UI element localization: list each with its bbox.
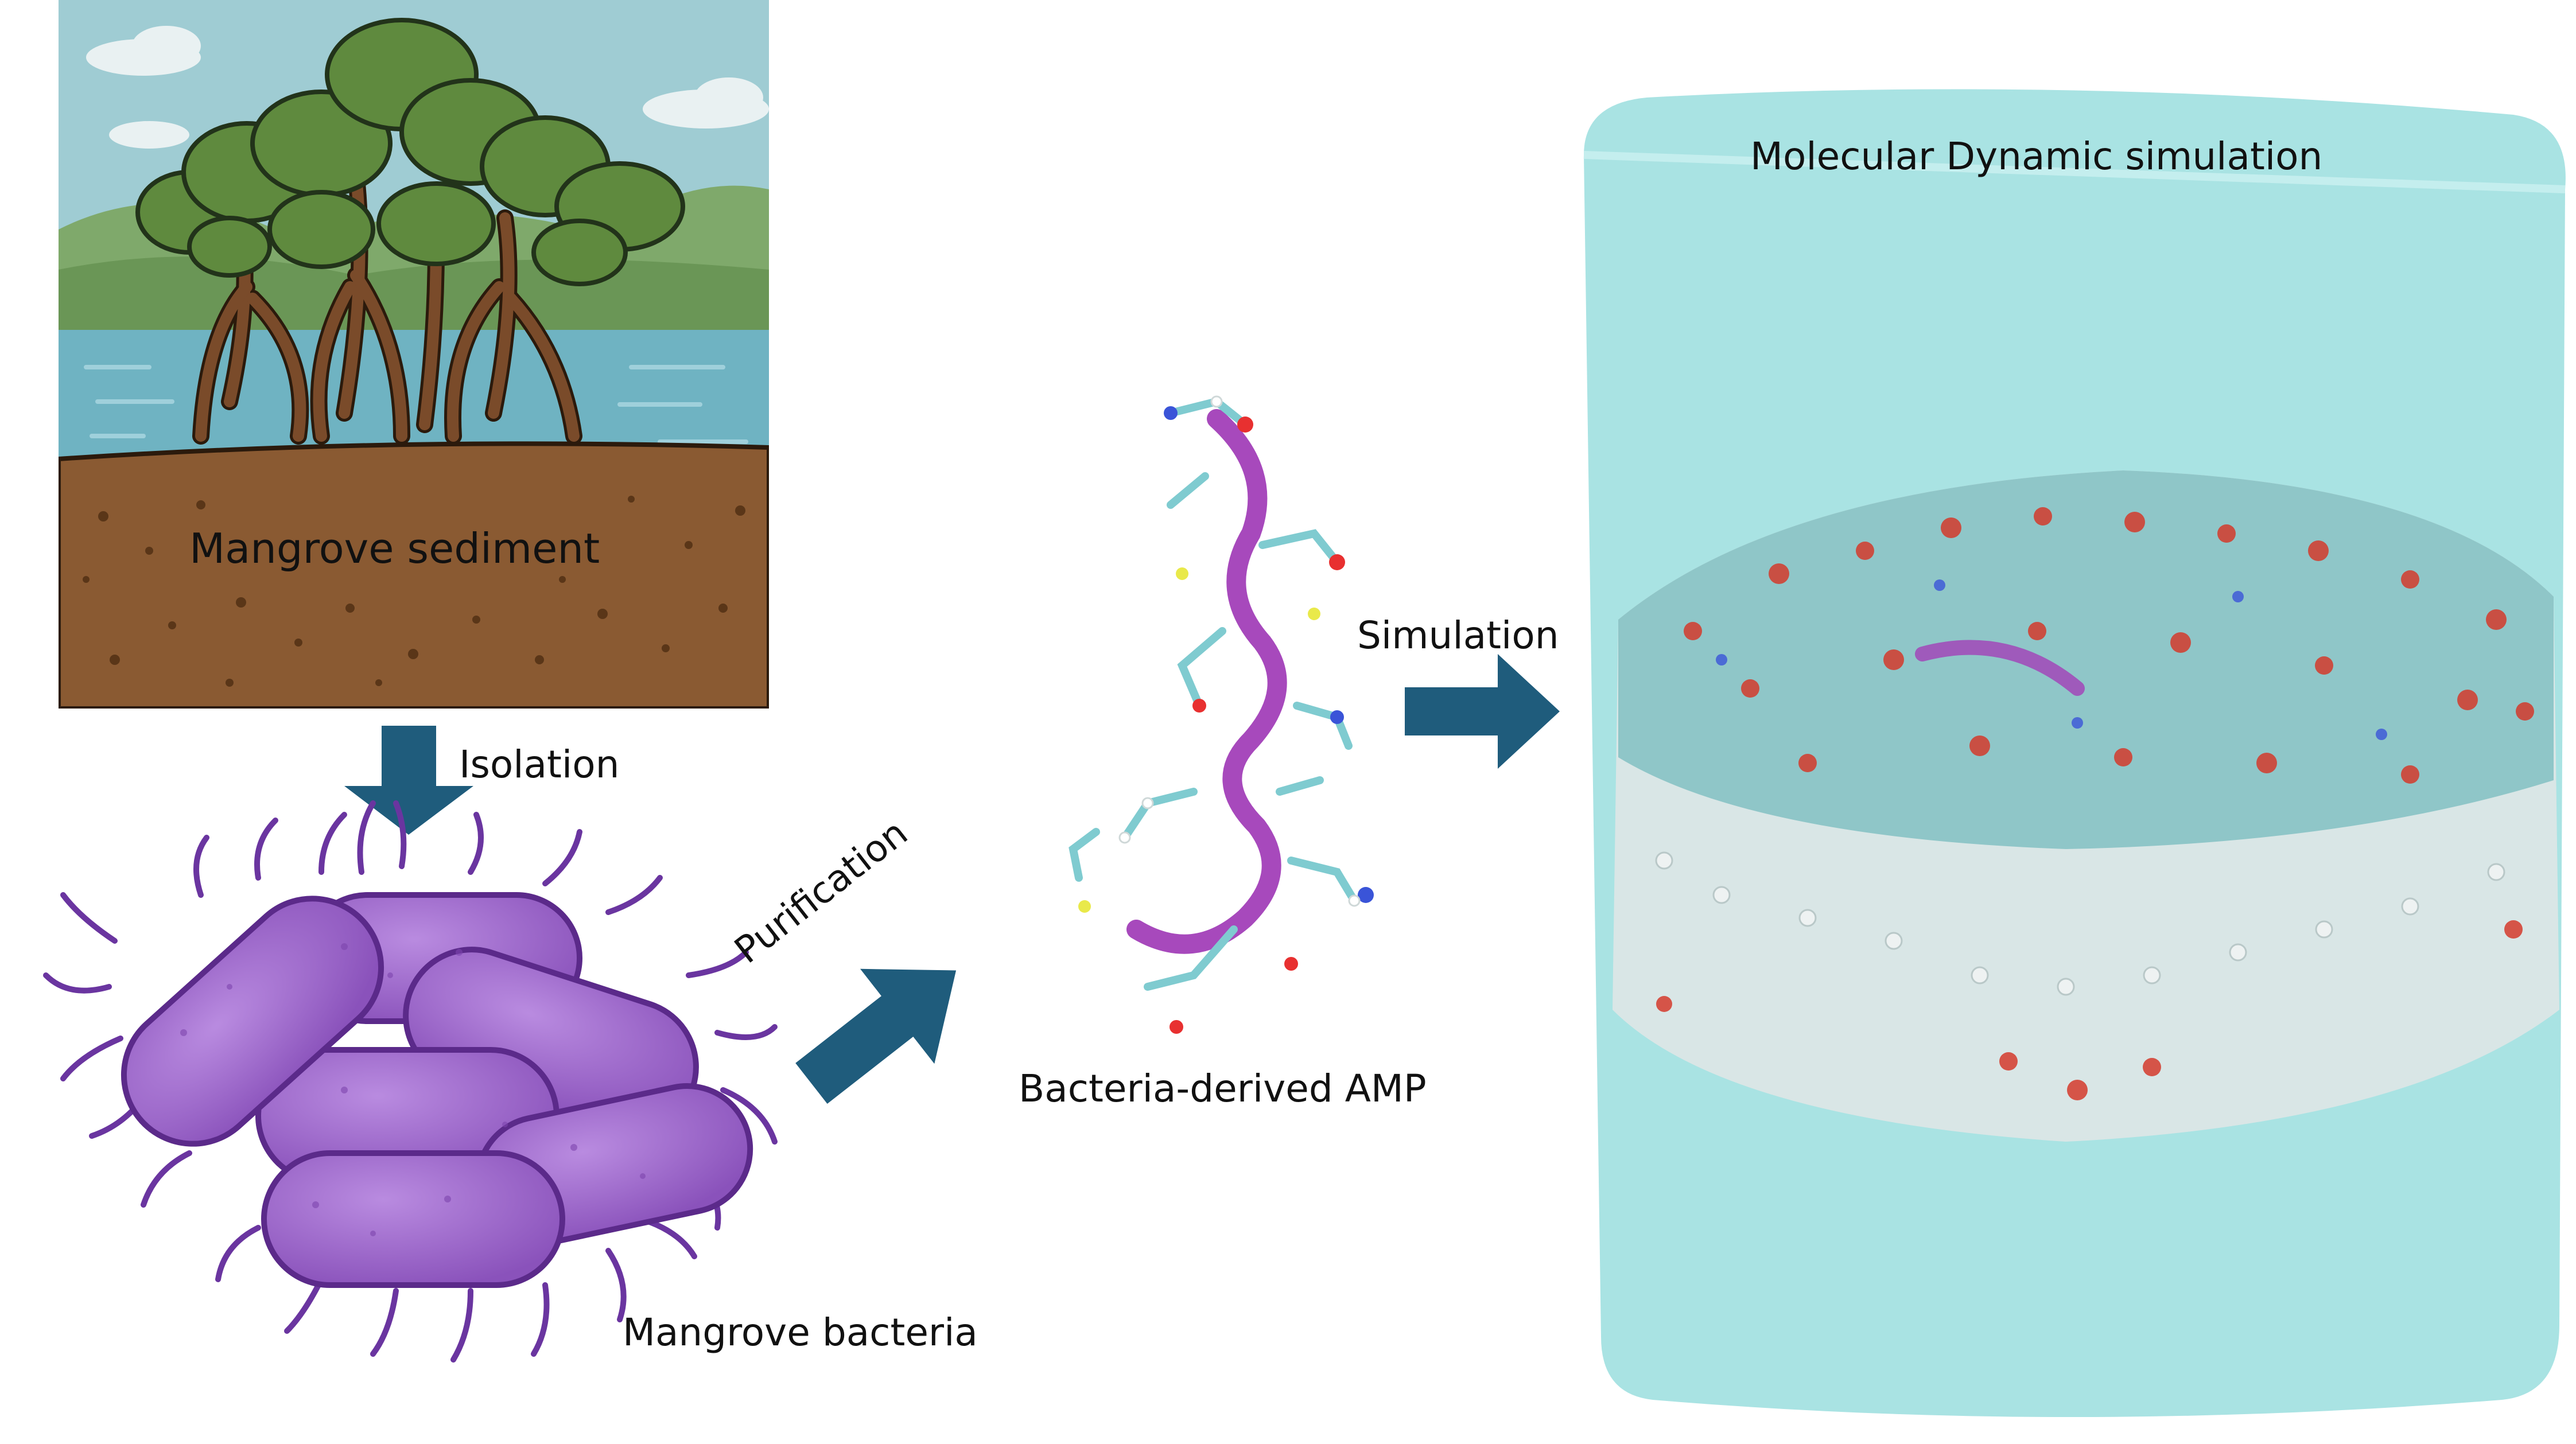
isolation-arrow [344,726,473,835]
md-title: Molecular Dynamic simulation [1750,134,2323,178]
peptide-structure-icon [1069,395,1374,1034]
amp-label: Bacteria-derived AMP [1019,1067,1427,1111]
isolation-label: Isolation [459,742,620,787]
mangrove-scene-icon [59,0,769,709]
bacteria-label: Mangrove bacteria [623,1310,978,1355]
bacteria-cluster-icon [43,800,778,1363]
membrane-simulation-box-icon [1583,89,2566,1417]
simulation-arrow [1405,654,1560,769]
flow-arrow-icon [344,654,1560,1104]
sediment-label: Mangrove sediment [189,524,600,573]
purification-arrow [795,968,957,1104]
simulation-label: Simulation [1357,613,1559,657]
